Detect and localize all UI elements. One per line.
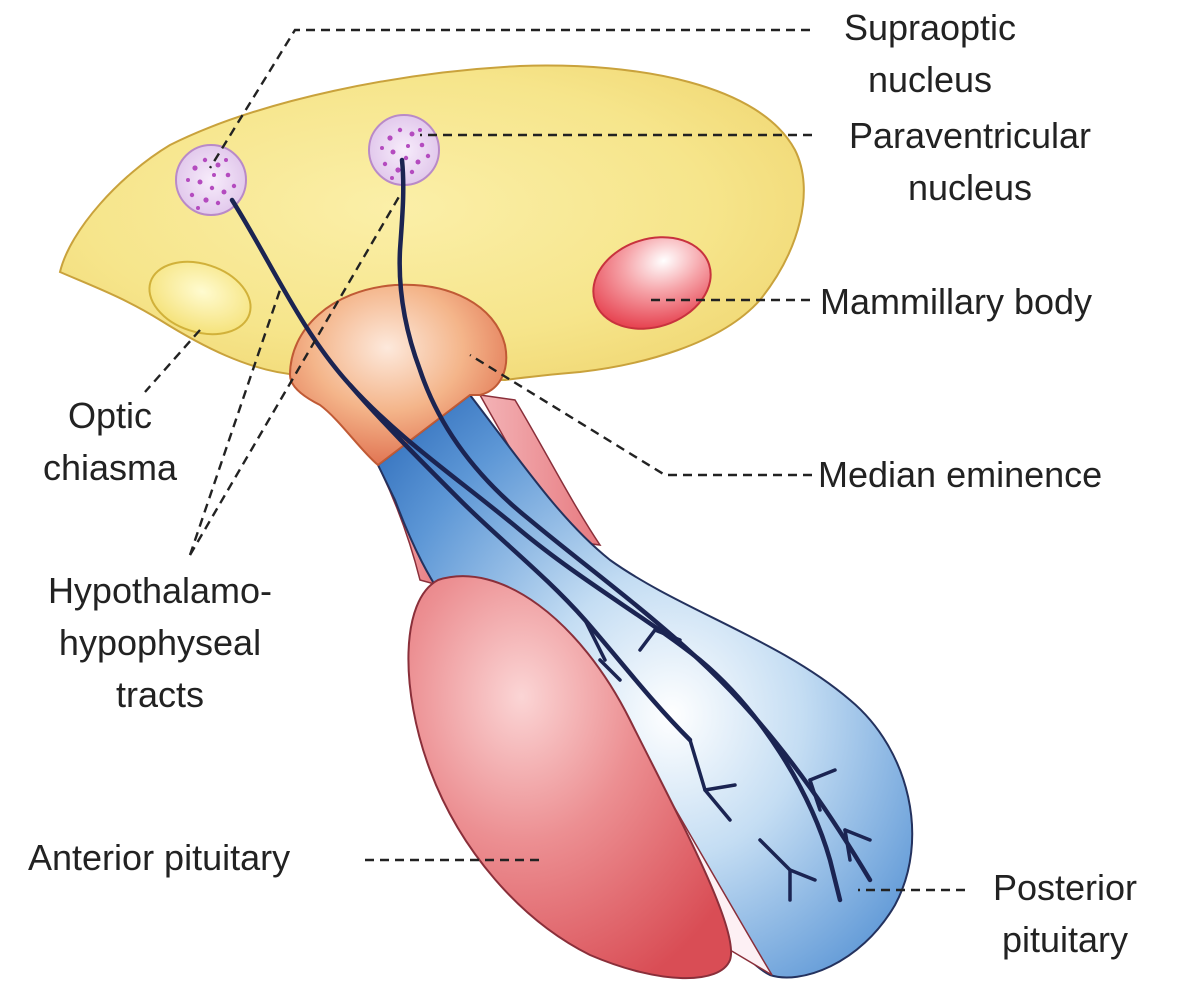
hypothalamo-line-3: tracts bbox=[10, 669, 310, 721]
hypothalamo-line-1: Hypothalamo- bbox=[10, 565, 310, 617]
posterior-line-1: Posterior bbox=[960, 862, 1170, 914]
supraoptic-nucleus-label: Supraoptic nucleus bbox=[815, 2, 1045, 106]
optic-chiasma-label: Optic chiasma bbox=[15, 390, 205, 494]
paraventricular-line-2: nucleus bbox=[815, 162, 1125, 214]
paraventricular-line-1: Paraventricular bbox=[815, 110, 1125, 162]
median-eminence-label: Median eminence bbox=[818, 449, 1102, 501]
optic-line-1: Optic bbox=[15, 390, 205, 442]
hypothalamo-line-2: hypophyseal bbox=[10, 617, 310, 669]
hypothalamo-hypophyseal-tracts-label: Hypothalamo- hypophyseal tracts bbox=[10, 565, 310, 721]
paraventricular-nucleus-label: Paraventricular nucleus bbox=[815, 110, 1125, 214]
anterior-pituitary-label: Anterior pituitary bbox=[28, 832, 290, 884]
supraoptic-line-2: nucleus bbox=[815, 54, 1045, 106]
median-line: Median eminence bbox=[818, 449, 1102, 501]
posterior-line-2: pituitary bbox=[960, 914, 1170, 966]
optic-line-2: chiasma bbox=[15, 442, 205, 494]
mammillary-line: Mammillary body bbox=[820, 276, 1092, 328]
supraoptic-line-1: Supraoptic bbox=[815, 2, 1045, 54]
anterior-line: Anterior pituitary bbox=[28, 832, 290, 884]
posterior-pituitary-label: Posterior pituitary bbox=[960, 862, 1170, 966]
mammillary-body-label: Mammillary body bbox=[820, 276, 1092, 328]
